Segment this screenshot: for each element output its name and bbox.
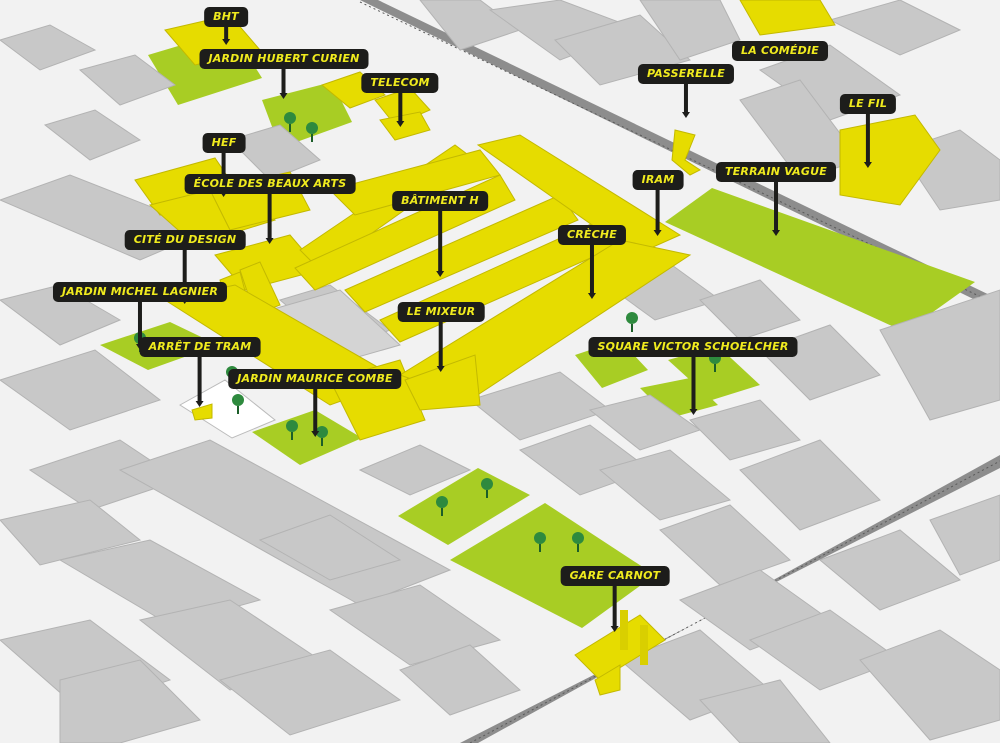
label-cite-du-design: CITÉ DU DESIGN (124, 230, 246, 250)
label-jardin-michel-lagnier: JARDIN MICHEL LAGNIER (52, 282, 228, 302)
pin-jardin-maurice-combe[interactable]: JARDIN MAURICE COMBE (228, 369, 402, 437)
label-telecom: TELECOM (361, 73, 439, 93)
pin-gare-carnot[interactable]: GARE CARNOT (560, 566, 670, 632)
label-terrain-vague: TERRAIN VAGUE (716, 162, 836, 182)
pin-creche[interactable]: CRÈCHE (557, 225, 627, 299)
label-batiment-h: BÂTIMENT H (392, 191, 488, 211)
label-le-mixeur: LE MIXEUR (397, 302, 485, 322)
label-square-victor-schoelcher: SQUARE VICTOR SCHOELCHER (588, 337, 798, 357)
gare-carnot-structure (620, 610, 648, 665)
label-creche: CRÈCHE (557, 225, 627, 245)
label-jardin-hubert-curien: JARDIN HUBERT CURIEN (199, 49, 369, 69)
pin-passerelle[interactable]: PASSERELLE (637, 64, 735, 118)
label-gare-carnot: GARE CARNOT (560, 566, 670, 586)
tram-stop-area (179, 379, 276, 439)
pin-square-victor-schoelcher[interactable]: SQUARE VICTOR SCHOELCHER (588, 337, 798, 415)
label-iram: IRAM (632, 170, 684, 190)
label-bht: BHT (204, 7, 248, 27)
pin-le-fil[interactable]: LE FIL (839, 94, 897, 168)
pin-le-mixeur[interactable]: LE MIXEUR (397, 302, 485, 372)
pin-ecole-beaux-arts[interactable]: ÉCOLE DES BEAUX ARTS (184, 174, 356, 244)
label-la-comedie: LA COMÉDIE (732, 41, 828, 61)
label-passerelle: PASSERELLE (637, 64, 735, 84)
pin-terrain-vague[interactable]: TERRAIN VAGUE (716, 162, 836, 236)
pin-iram[interactable]: IRAM (632, 170, 684, 236)
pin-la-comedie[interactable]: LA COMÉDIE (732, 41, 828, 61)
pin-jardin-hubert-curien[interactable]: JARDIN HUBERT CURIEN (199, 49, 369, 99)
trees (134, 112, 721, 552)
pin-cite-du-design[interactable]: CITÉ DU DESIGN (124, 230, 246, 304)
label-arret-de-tram: ARRÊT DE TRAM (139, 337, 261, 357)
pin-batiment-h[interactable]: BÂTIMENT H (392, 191, 488, 277)
label-ecole-beaux-arts: ÉCOLE DES BEAUX ARTS (184, 174, 356, 194)
label-jardin-maurice-combe: JARDIN MAURICE COMBE (228, 369, 402, 389)
pin-bht[interactable]: BHT (204, 7, 248, 45)
pin-arret-de-tram[interactable]: ARRÊT DE TRAM (139, 337, 261, 407)
label-hef: HEF (202, 133, 246, 153)
label-le-fil: LE FIL (839, 94, 897, 114)
pin-hef[interactable]: HEF (202, 133, 246, 197)
pin-telecom[interactable]: TELECOM (361, 73, 439, 127)
